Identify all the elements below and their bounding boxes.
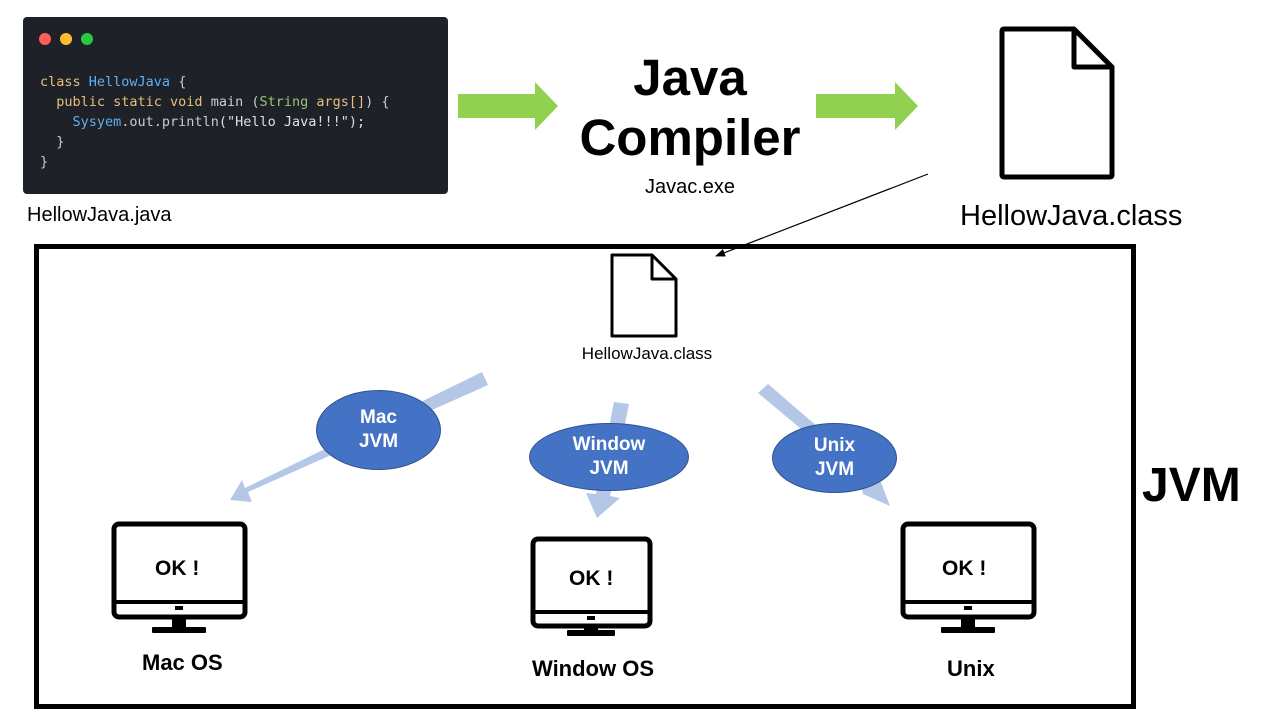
window-screen-text: OK ! [569,567,614,590]
code-token: ("Hello Java!!!"); [218,114,366,130]
jvm-class-file-icon [610,253,678,338]
code-token: class [40,74,89,90]
window-close-dot [39,33,51,45]
unix-jvm-line1: Unix [813,435,856,456]
compiler-title-line2: Compiler [579,109,801,166]
window-jvm-ellipse: Window JVM [529,423,689,491]
window-minimize-dot [60,33,72,45]
window-os-label: Window OS [532,656,655,681]
monitor-icon-unix [900,521,1037,633]
code-token: } [40,134,65,150]
code-token: println [161,114,219,130]
code-line: Sysyem.out.println("Hello Java!!!"); [40,112,390,132]
class-file-icon [999,26,1115,180]
mac-screen-text: OK ! [155,557,200,580]
code-token: .out. [121,114,162,130]
source-file-label: HellowJava.java [27,204,172,226]
window-maximize-dot [81,33,93,45]
code-window: class HellowJava { public static void ma… [23,17,448,194]
jvm-box [34,244,1136,709]
flow-arrow-to-class-file [816,82,918,130]
mac-jvm-line1: Mac [360,407,397,428]
unix-os-label: Unix [947,656,995,681]
flow-arrow-to-compiler [458,82,558,130]
jvm-class-file-label: HellowJava.class [581,344,713,363]
mac-jvm-ellipse: Mac JVM [316,390,441,470]
code-token: ) { [365,94,390,110]
code-token: HellowJava [88,74,171,90]
mac-jvm-line2: JVM [358,431,399,452]
mac-os-label: Mac OS [142,650,223,675]
monitor-icon-mac [111,521,248,633]
compiler-exe-label: Javac.exe [644,176,736,198]
compiler-title: Java Compiler [560,48,820,168]
code-token: { [170,74,187,90]
code-token: } [40,154,49,170]
compiler-title-line1: Java [633,49,747,106]
code-token: String [259,94,317,110]
code-line: class HellowJava { [40,72,390,92]
load-class-arrow [715,173,929,257]
unix-screen-text: OK ! [942,557,987,580]
code-token: args[] [316,94,366,110]
code-line: } [40,152,390,172]
unix-jvm-ellipse: Unix JVM [772,423,897,493]
jvm-label: JVM [1142,459,1241,512]
code-token: public static void [40,94,211,110]
code-token: Sysyem [40,114,122,130]
class-file-label: HellowJava.class [960,200,1183,232]
code-token: ( [251,94,260,110]
window-jvm-line1: Window [572,434,646,455]
monitor-icon-window [530,536,653,636]
code-line: } [40,132,390,152]
code-line: public static void main (String args[]) … [40,92,390,112]
code-body: class HellowJava { public static void ma… [40,72,390,172]
code-token: main [210,94,252,110]
window-jvm-line2: JVM [589,458,629,479]
unix-jvm-line2: JVM [814,459,855,480]
